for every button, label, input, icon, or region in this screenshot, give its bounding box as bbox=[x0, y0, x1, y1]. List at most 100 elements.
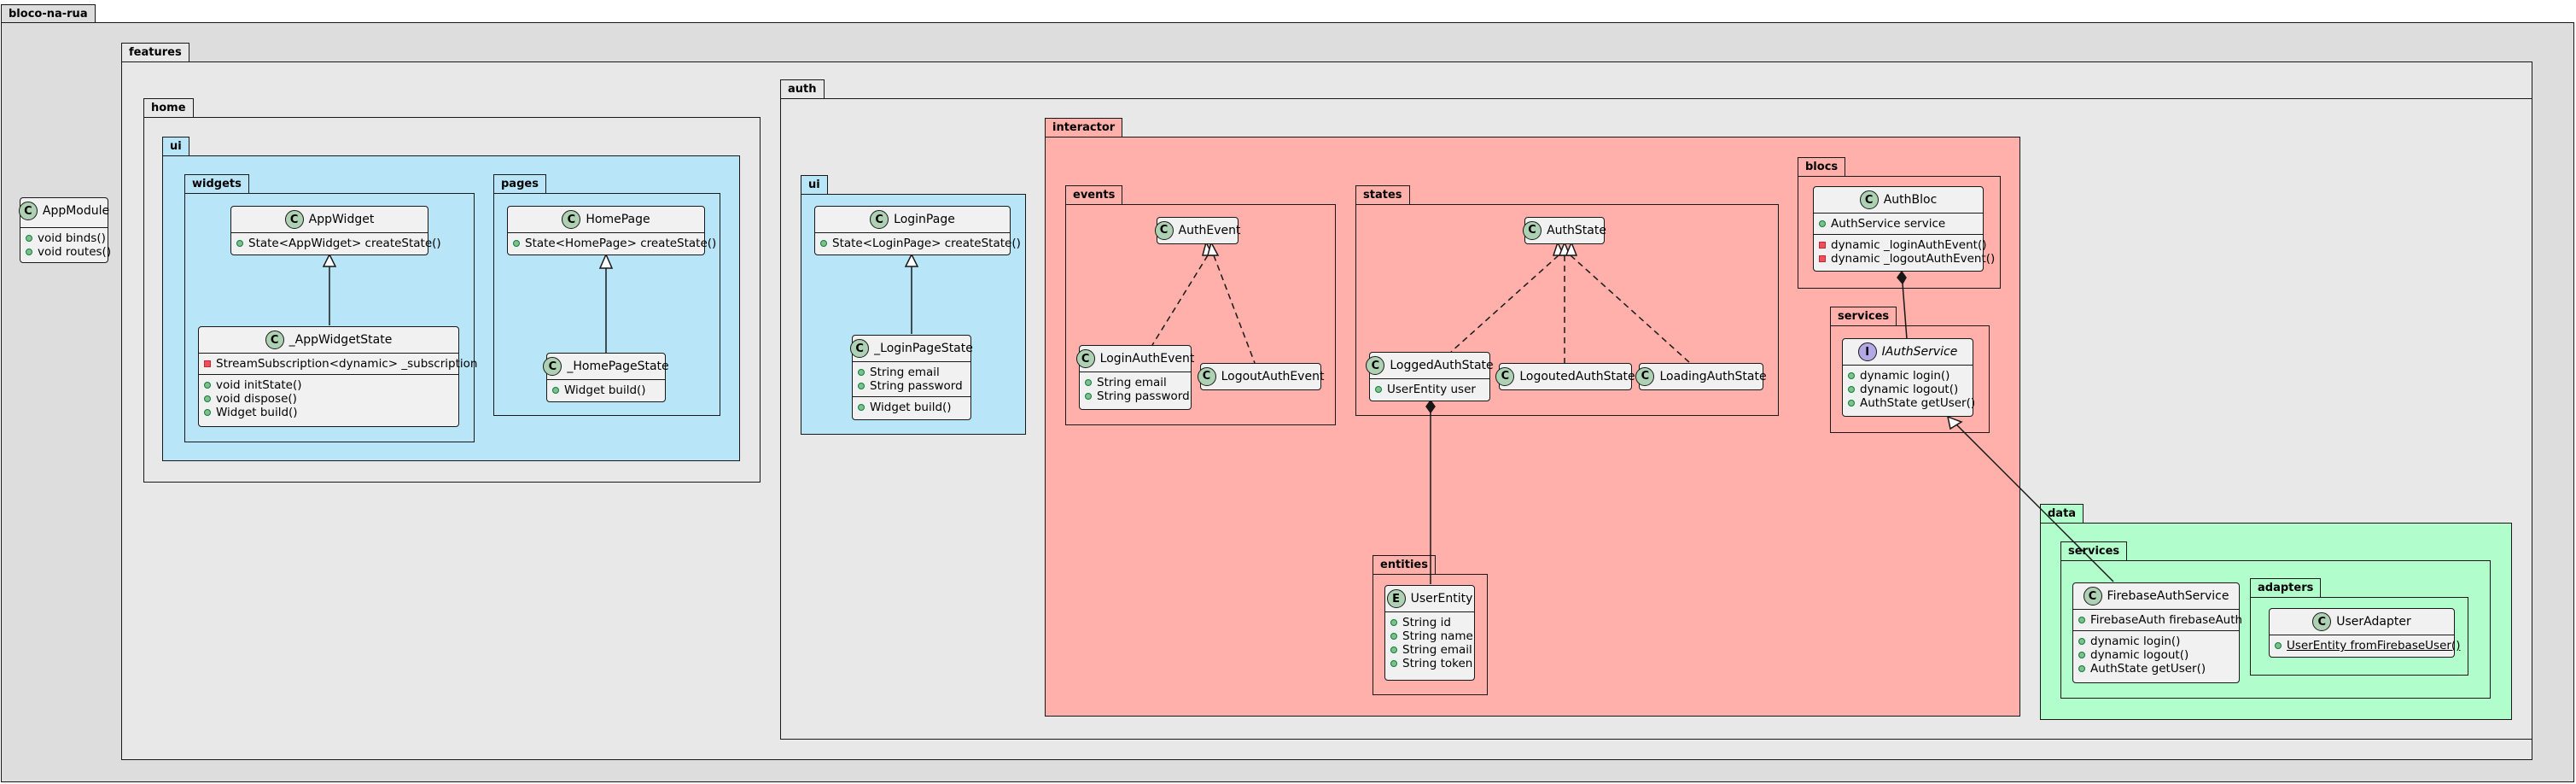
method: State<HomePage> createState() bbox=[525, 237, 717, 250]
field: String token bbox=[1402, 657, 1473, 670]
method: AuthState getUser() bbox=[2090, 662, 2206, 676]
public-visibility-icon bbox=[2078, 665, 2085, 672]
class-name: _HomePageState bbox=[567, 360, 669, 373]
public-visibility-icon bbox=[858, 383, 865, 389]
static-method: UserEntity fromFirebaseUser() bbox=[2287, 639, 2461, 652]
method: State<LoginPage> createState() bbox=[832, 237, 1021, 250]
class-badge-icon: C bbox=[850, 339, 870, 358]
private-visibility-icon bbox=[204, 360, 211, 367]
method: dynamic logout() bbox=[2090, 648, 2189, 662]
public-visibility-icon bbox=[858, 369, 865, 376]
package-tab-home-ui: ui bbox=[162, 137, 189, 155]
class-name: LoginAuthEvent bbox=[1099, 352, 1195, 366]
field: String email bbox=[870, 366, 940, 379]
entity-badge-icon: E bbox=[1386, 589, 1406, 608]
class-loginpage[interactable]: C LoginPage State<LoginPage> createState(… bbox=[814, 206, 1021, 255]
public-visibility-icon bbox=[2078, 617, 2085, 623]
class-badge-icon: C bbox=[1154, 220, 1174, 240]
class-name: AuthBloc bbox=[1883, 193, 1938, 207]
class-logoutedauthstate[interactable]: C LogoutedAuthState bbox=[1495, 363, 1635, 390]
public-visibility-icon bbox=[1390, 660, 1397, 667]
public-visibility-icon bbox=[1085, 379, 1092, 386]
class-badge-icon: C bbox=[265, 331, 284, 349]
field: StreamSubscription<dynamic> _subscriptio… bbox=[216, 357, 478, 371]
public-visibility-icon bbox=[26, 249, 32, 255]
class-badge-icon: C bbox=[870, 210, 889, 229]
class-badge-icon: C bbox=[1495, 366, 1515, 386]
package-tab-data-services: services bbox=[2060, 541, 2128, 560]
package-tab-adapters: adapters bbox=[2250, 578, 2322, 597]
field: String email bbox=[1402, 643, 1472, 657]
public-visibility-icon bbox=[1390, 647, 1397, 653]
method: dynamic _logoutAuthEvent() bbox=[1831, 252, 1996, 266]
class-name: AuthEvent bbox=[1178, 223, 1241, 237]
class-badge-icon: C bbox=[543, 357, 562, 376]
public-visibility-icon bbox=[2078, 638, 2085, 645]
public-visibility-icon bbox=[858, 404, 865, 411]
class-badge-icon: C bbox=[562, 210, 581, 229]
package-tab-features: features bbox=[121, 43, 189, 61]
class-badge-icon: C bbox=[1366, 356, 1385, 375]
package-tab-interactor: interactor bbox=[1045, 118, 1123, 137]
field: AuthService service bbox=[1831, 217, 1946, 231]
method: AuthState getUser() bbox=[1860, 396, 1976, 410]
public-visibility-icon bbox=[204, 382, 211, 389]
class-homepagestate[interactable]: C_HomePageState Widget build() bbox=[543, 353, 669, 402]
method: dynamic logout() bbox=[1860, 383, 1959, 396]
public-visibility-icon bbox=[204, 395, 211, 402]
field: String password bbox=[1097, 389, 1190, 403]
field: String password bbox=[870, 379, 963, 393]
package-tab-states: states bbox=[1355, 185, 1410, 204]
class-badge-icon: C bbox=[2312, 612, 2332, 631]
public-visibility-icon bbox=[820, 240, 827, 247]
public-visibility-icon bbox=[552, 387, 559, 394]
class-name: AppModule bbox=[42, 204, 110, 218]
class-badge-icon: C bbox=[1523, 220, 1542, 240]
method: void routes() bbox=[38, 245, 112, 259]
class-useradapter[interactable]: C UserAdapter UserEntity fromFirebaseUser… bbox=[2269, 608, 2460, 658]
public-visibility-icon bbox=[236, 240, 243, 247]
class-authevent[interactable]: C AuthEvent bbox=[1154, 217, 1241, 244]
public-visibility-icon bbox=[2275, 642, 2282, 649]
class-name: LogoutedAuthState bbox=[1519, 369, 1635, 383]
class-homepage[interactable]: C HomePage State<HomePage> createState() bbox=[507, 206, 716, 255]
package-tab-services: services bbox=[1830, 307, 1897, 325]
package-tab-widgets: widgets bbox=[184, 174, 249, 193]
public-visibility-icon bbox=[1390, 633, 1397, 640]
class-badge-icon: C bbox=[1635, 366, 1655, 386]
public-visibility-icon bbox=[1848, 372, 1855, 379]
public-visibility-icon bbox=[26, 235, 32, 242]
package-tab-blocs: blocs bbox=[1798, 157, 1846, 176]
class-name: _AppWidgetState bbox=[288, 333, 393, 347]
public-visibility-icon bbox=[1085, 393, 1092, 400]
class-name: UserAdapter bbox=[2336, 615, 2411, 629]
class-name: AppWidget bbox=[308, 213, 375, 226]
class-badge-icon: C bbox=[1197, 366, 1216, 386]
class-name: HomePage bbox=[586, 213, 650, 226]
class-badge-icon: C bbox=[284, 210, 304, 229]
class-logoutauthevent[interactable]: C LogoutAuthEvent bbox=[1197, 363, 1324, 390]
class-badge-icon: C bbox=[1075, 349, 1095, 368]
package-tab-events: events bbox=[1065, 185, 1123, 204]
class-appwidgetstate[interactable]: C _AppWidgetState StreamSubscription<dyna… bbox=[198, 326, 477, 427]
package-tab-home: home bbox=[143, 98, 194, 117]
field: String id bbox=[1402, 616, 1451, 629]
class-name: LogoutAuthEvent bbox=[1221, 369, 1325, 383]
package-tab-pages: pages bbox=[493, 174, 546, 193]
class-loginpagestate[interactable]: C_LoginPageState String email String pas… bbox=[850, 335, 973, 420]
package-tab-bloco-na-rua: bloco-na-rua bbox=[1, 4, 96, 23]
class-name: UserEntity bbox=[1410, 592, 1473, 606]
class-name: LoginPage bbox=[894, 213, 955, 226]
class-name: LoggedAuthState bbox=[1390, 359, 1494, 372]
